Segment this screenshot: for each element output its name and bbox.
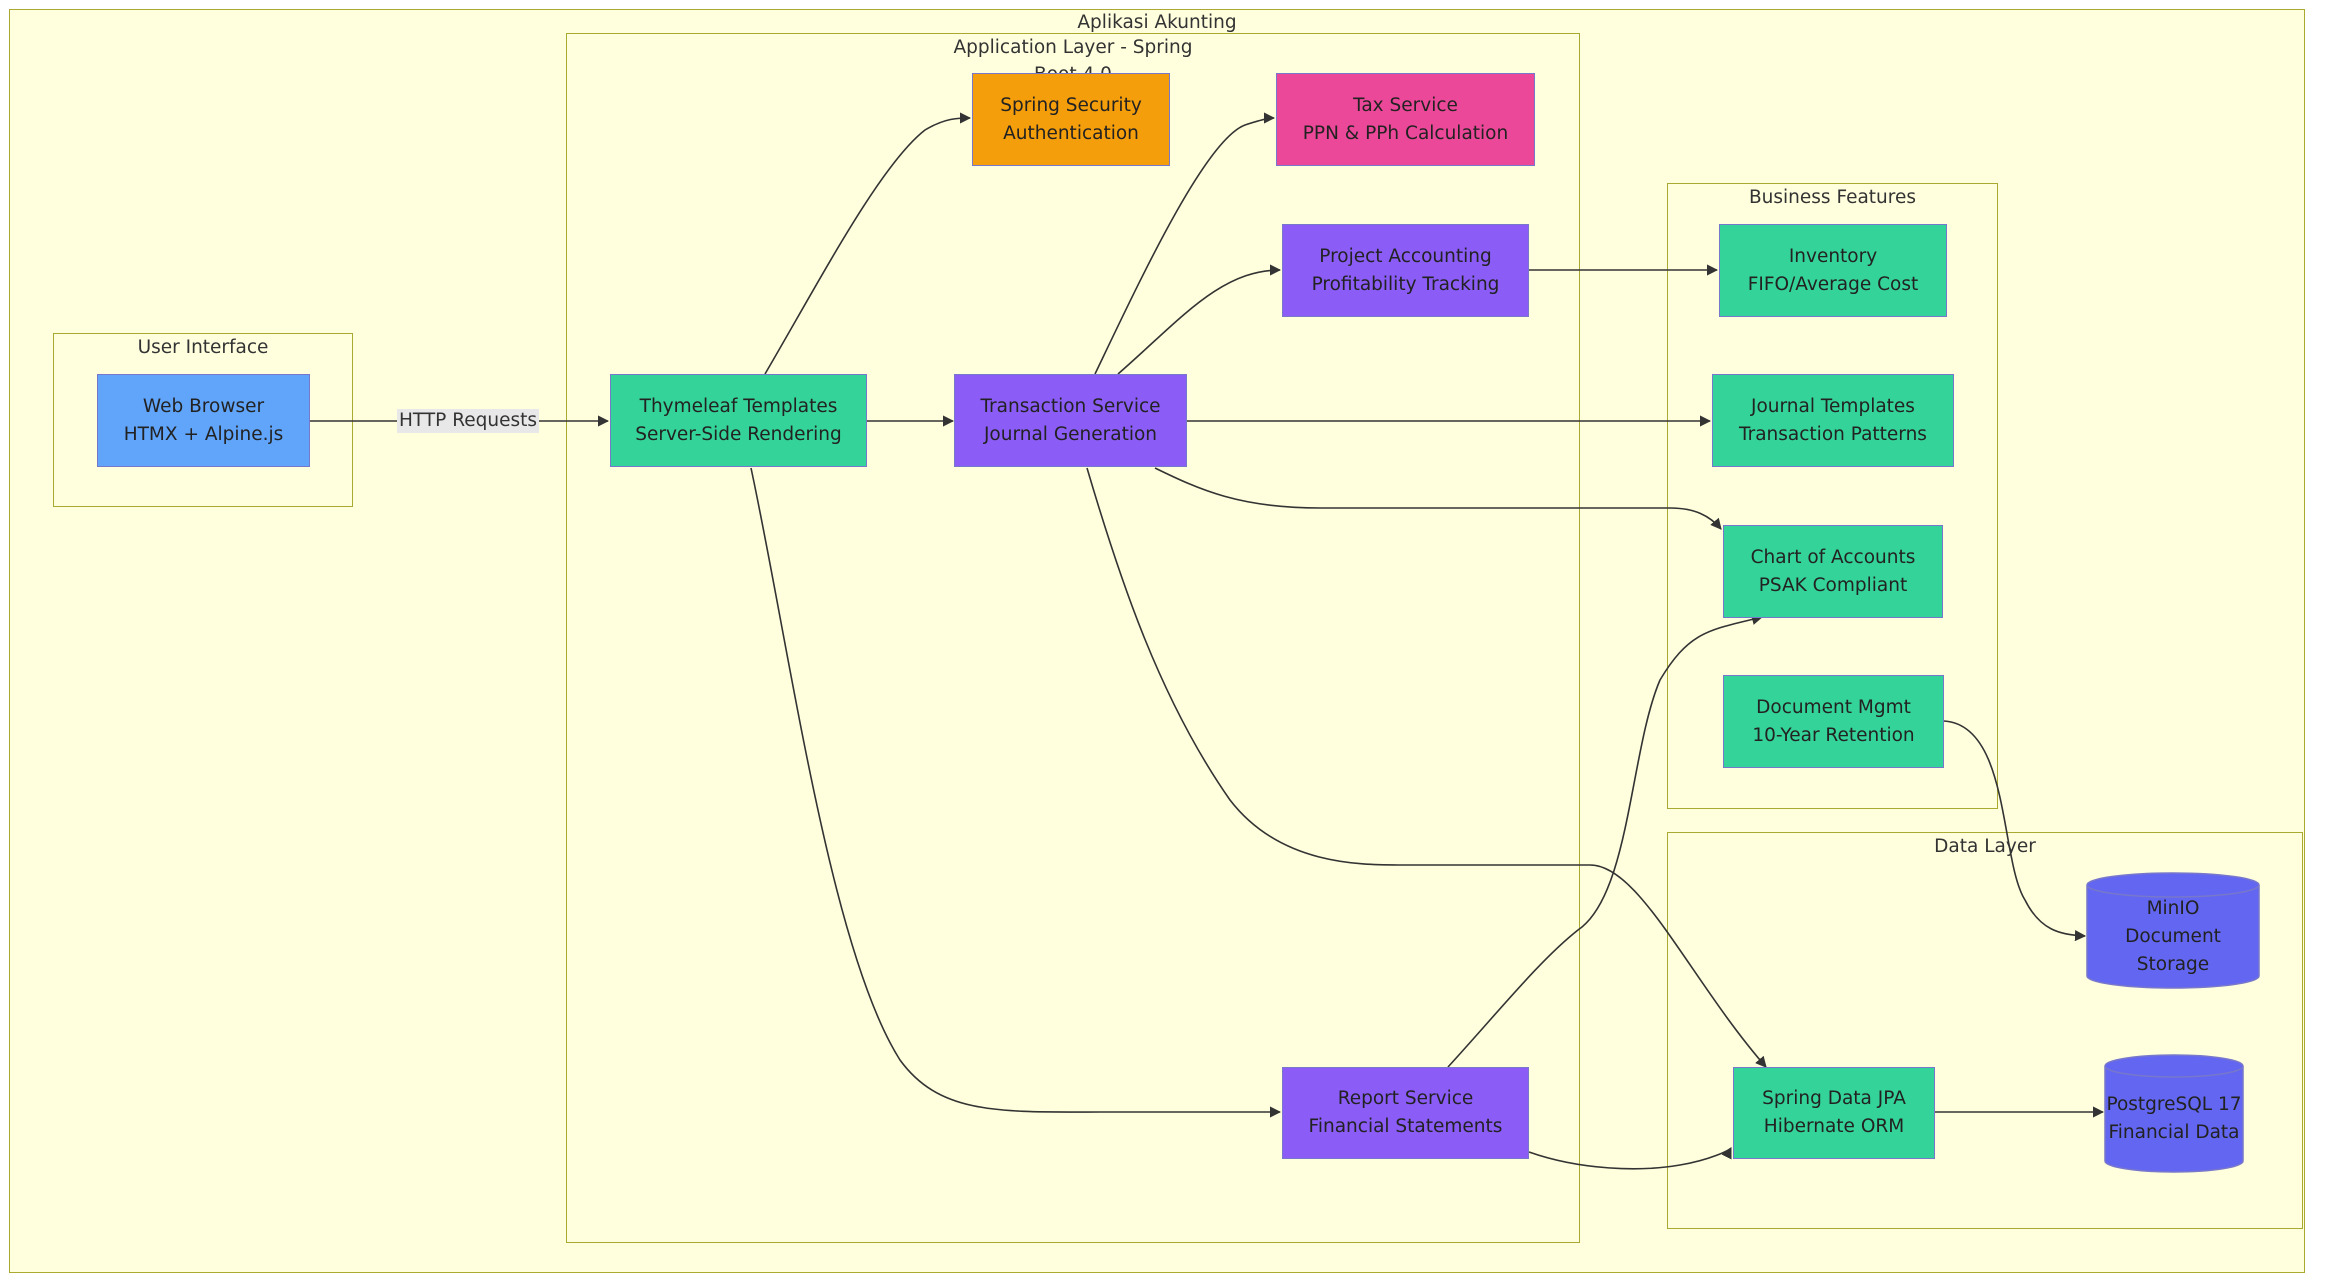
- edge-transaction-to-jpa: [1086, 467, 1767, 1068]
- postgres-cylinder-top: [2104, 1054, 2244, 1078]
- node-project-subtitle: Profitability Tracking: [1311, 273, 1500, 295]
- node-minio-title: MinIO: [2146, 897, 2200, 919]
- edge-report-to-coa: [1447, 614, 1764, 1068]
- node-transaction-title: Transaction Service: [980, 395, 1161, 417]
- node-postgres-subtitle: Financial Data: [2108, 1122, 2240, 1143]
- node-web-browser[interactable]: Web Browser HTMX + Alpine.js: [97, 374, 310, 467]
- node-journal-templates-subtitle: Transaction Patterns: [1739, 423, 1927, 445]
- node-jpa-subtitle: Hibernate ORM: [1763, 1116, 1905, 1137]
- edge-thymeleaf-to-report: [750, 467, 1282, 1118]
- postgres-cylinder-body: [2104, 1066, 2244, 1173]
- node-spring-security-subtitle: Authentication: [1003, 122, 1139, 144]
- edge-thymeleaf-to-security: [764, 112, 972, 375]
- node-inventory-title: Inventory: [1788, 245, 1878, 267]
- node-jpa-title: Spring Data JPA: [1762, 1088, 1906, 1109]
- node-thymeleaf-subtitle: Server-Side Rendering: [635, 423, 842, 445]
- edge-document-to-minio: [1943, 720, 2087, 942]
- node-spring-security-title: Spring Security: [1000, 94, 1142, 116]
- node-coa-title: Chart of Accounts: [1750, 546, 1916, 568]
- cluster-title-business-features: Business Features: [1748, 187, 1916, 208]
- node-spring-security[interactable]: Spring Security Authentication: [972, 73, 1170, 166]
- edge-transaction-to-project: [1117, 264, 1282, 375]
- minio-cylinder-body: [2086, 885, 2260, 989]
- node-report-title: Report Service: [1337, 1088, 1474, 1109]
- node-minio[interactable]: MinIO Document Storage: [2087, 897, 2259, 976]
- cluster-title-aplikasi-akunting: Aplikasi Akunting: [1077, 12, 1237, 33]
- node-minio-subtitle: Document Storage: [2125, 925, 2221, 975]
- node-inventory-subtitle: FIFO/Average Cost: [1747, 273, 1919, 295]
- cluster-title-user-interface: User Interface: [137, 337, 269, 358]
- node-tax-service[interactable]: Tax Service PPN & PPh Calculation: [1276, 73, 1535, 166]
- node-postgres-title: PostgreSQL 17: [2106, 1094, 2242, 1115]
- node-document-title: Document Mgmt: [1756, 696, 1911, 718]
- cluster-title-application-layer-line1: Application Layer - Spring: [953, 37, 1193, 58]
- node-transaction-service[interactable]: Transaction Service Journal Generation: [954, 374, 1187, 467]
- node-transaction-subtitle: Journal Generation: [983, 423, 1158, 445]
- node-report-subtitle: Financial Statements: [1308, 1116, 1503, 1137]
- node-chart-of-accounts[interactable]: Chart of Accounts PSAK Compliant: [1723, 525, 1943, 618]
- node-thymeleaf-title: Thymeleaf Templates: [639, 395, 838, 417]
- node-web-browser-title: Web Browser: [142, 395, 265, 417]
- node-coa-subtitle: PSAK Compliant: [1758, 574, 1908, 596]
- edge-report-to-jpa: [1528, 1147, 1732, 1170]
- node-tax-title: Tax Service: [1353, 94, 1458, 116]
- edge-label-http-requests: HTTP Requests: [397, 409, 540, 433]
- node-postgresql[interactable]: PostgreSQL 17 Financial Data: [2105, 1077, 2243, 1161]
- node-project-title: Project Accounting: [1319, 245, 1492, 267]
- node-journal-templates-title: Journal Templates: [1751, 395, 1915, 417]
- node-inventory[interactable]: Inventory FIFO/Average Cost: [1719, 224, 1947, 317]
- node-tax-subtitle: PPN & PPh Calculation: [1302, 122, 1509, 144]
- node-web-browser-subtitle: HTMX + Alpine.js: [123, 423, 284, 445]
- node-spring-data-jpa[interactable]: Spring Data JPA Hibernate ORM: [1733, 1067, 1935, 1159]
- edge-transaction-to-coa: [1154, 467, 1722, 530]
- node-thymeleaf-templates[interactable]: Thymeleaf Templates Server-Side Renderin…: [610, 374, 867, 467]
- edge-transaction-to-tax: [1094, 112, 1276, 375]
- postgres-cylinder: [2104, 1054, 2244, 1173]
- node-project-accounting[interactable]: Project Accounting Profitability Trackin…: [1282, 224, 1529, 317]
- node-document-subtitle: 10-Year Retention: [1752, 724, 1915, 746]
- node-document-mgmt[interactable]: Document Mgmt 10-Year Retention: [1723, 675, 1944, 768]
- minio-cylinder: [2086, 872, 2260, 989]
- minio-cylinder-top: [2086, 872, 2260, 898]
- node-report-service[interactable]: Report Service Financial Statements: [1282, 1067, 1529, 1159]
- node-journal-templates[interactable]: Journal Templates Transaction Patterns: [1712, 374, 1954, 467]
